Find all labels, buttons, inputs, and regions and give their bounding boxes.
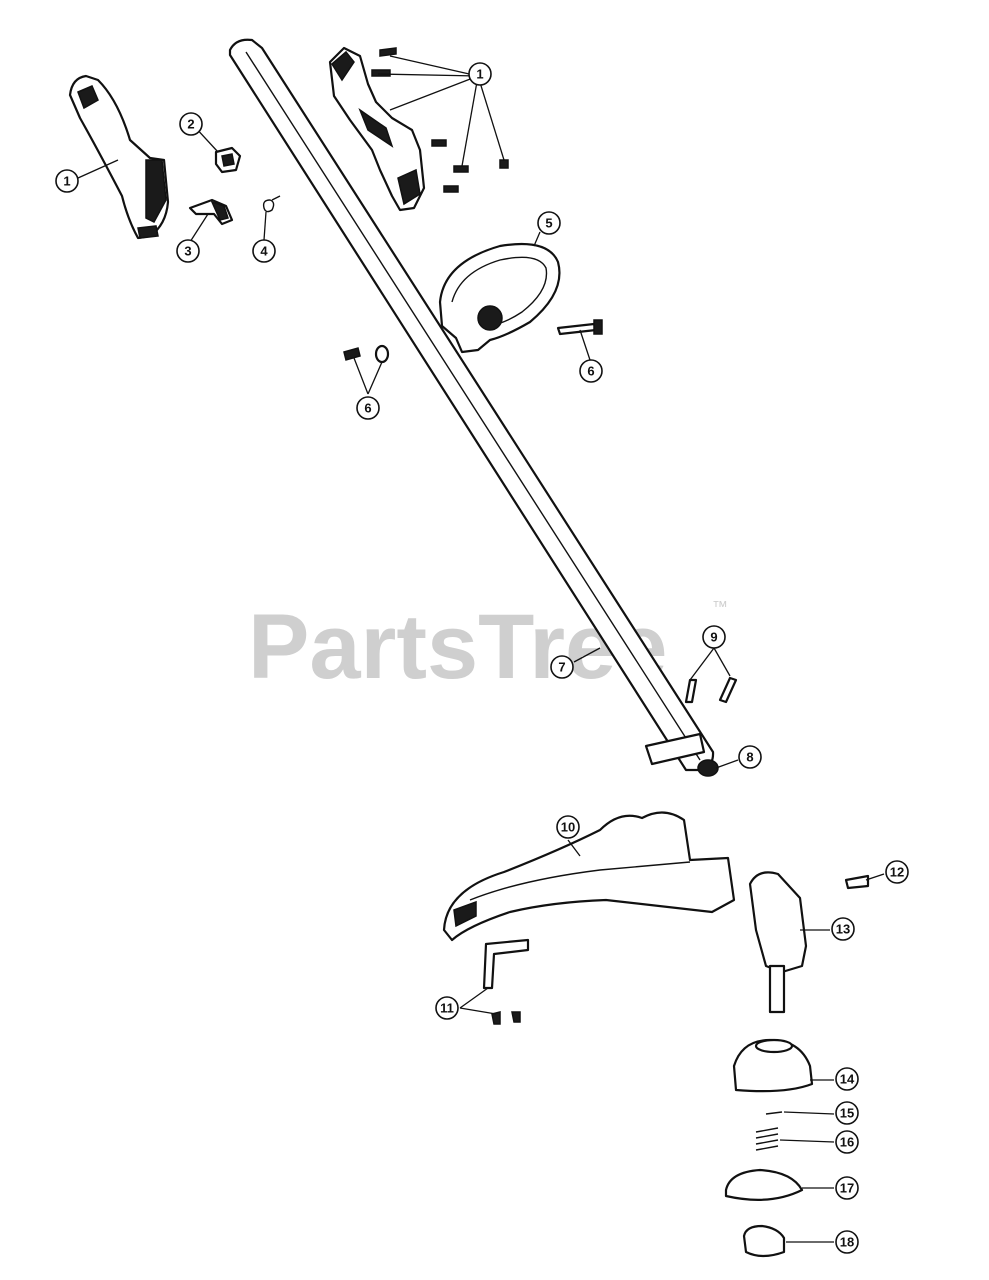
shaft-clamp-part [644,732,706,766]
gearbox-screw-part [844,874,870,890]
callout-label: 11 [440,1001,454,1016]
callout-label: 1 [476,67,483,82]
callout-17: 17 [835,1176,859,1200]
callout-label: 7 [558,660,565,675]
callout-3: 3 [176,239,200,263]
assist-handle-part [438,242,561,354]
callout-label: 16 [840,1135,854,1150]
callout-label: 17 [840,1181,854,1196]
callout-11: 11 [435,996,459,1020]
callout-label: 14 [840,1072,855,1087]
callout-12: 12 [885,860,909,884]
callout-label: 9 [710,630,717,645]
callout-14: 14 [835,1067,859,1091]
callout-9: 9 [702,625,726,649]
gearbox-part [748,871,808,1014]
callout-label: 10 [561,820,575,835]
callout-label: 5 [545,216,552,231]
bracket-screws-part [684,676,738,704]
callout-label: 15 [840,1106,854,1121]
callout-label: 8 [746,750,753,765]
line-cutter-part [482,938,530,1025]
callout-label: 6 [364,401,371,416]
callout-1-top: 1 [468,62,492,86]
callout-18: 18 [835,1230,859,1254]
callout-10: 10 [556,815,580,839]
callout-13: 13 [831,917,855,941]
callout-label: 1 [63,174,70,189]
spool-housing-part [732,1038,814,1093]
callout-label: 13 [836,922,850,937]
callout-6-right: 6 [579,359,603,383]
callout-5: 5 [537,211,561,235]
callout-8: 8 [738,745,762,769]
watermark-trademark: ™ [712,599,728,616]
callout-label: 2 [187,117,194,132]
callout-2: 2 [179,112,203,136]
callout-6-left: 6 [356,396,380,420]
callout-label: 6 [587,364,594,379]
coupler-part [697,759,719,777]
trigger-part [188,198,234,226]
spring-part [262,195,281,213]
trigger-clip-part [214,146,242,174]
spool-part [724,1168,804,1201]
guard-part [442,811,736,942]
callout-label: 12 [890,865,904,880]
callout-label: 18 [840,1235,854,1250]
handle-nut-part [343,344,390,364]
callout-4: 4 [252,239,276,263]
callout-7: 7 [550,655,574,679]
callout-16: 16 [835,1130,859,1154]
callout-1-left: 1 [55,169,79,193]
retainer-part [765,1111,783,1115]
handle-housing-part [328,46,426,212]
spool-spring-part [755,1127,779,1151]
rear-handle-part [68,74,170,240]
bump-knob-part [742,1224,786,1258]
handle-bolt-part [556,319,603,336]
callout-label: 3 [184,244,191,259]
leader-lines [77,55,885,1243]
callout-label: 4 [260,244,268,259]
housing-screws-part [371,47,509,193]
callout-15: 15 [835,1101,859,1125]
